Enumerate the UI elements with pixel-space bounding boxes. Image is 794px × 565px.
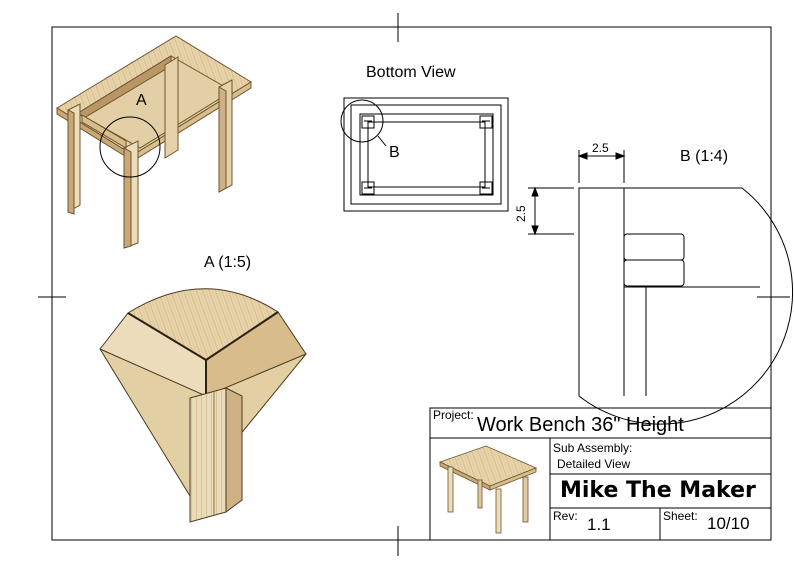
- maker-name: Mike The Maker: [560, 478, 756, 503]
- iso-callout-label: A: [136, 92, 147, 109]
- callout-circle-a: [99, 116, 161, 178]
- detail-a-view: [99, 288, 307, 523]
- project-value: Work Bench 36" Height: [477, 414, 684, 436]
- dimension-vertical: 2.5: [514, 205, 528, 222]
- title-block-thumbnail: [438, 445, 538, 534]
- detail-b-view: [528, 150, 794, 425]
- detail-a-title: A (1:5): [204, 254, 252, 271]
- sub-assembly-value: Detailed View: [557, 457, 631, 471]
- bottom-view: [340, 97, 509, 212]
- dimension-horizontal: 2.5: [592, 141, 609, 155]
- rev-value: 1.1: [587, 515, 611, 534]
- detail-b-title: B (1:4): [680, 148, 729, 165]
- rev-label: Rev:: [553, 509, 578, 523]
- sheet-label: Sheet:: [663, 509, 698, 523]
- center-marks: [38, 13, 790, 556]
- sheet-value: 10/10: [707, 514, 750, 533]
- project-label: Project:: [433, 408, 474, 422]
- bottom-callout-label: B: [389, 144, 400, 161]
- isometric-table-view: [56, 35, 252, 249]
- bottom-view-title: Bottom View: [366, 64, 456, 81]
- callout-circle-b: [340, 99, 384, 143]
- sheet-border: [51, 26, 772, 541]
- title-block: [429, 407, 772, 541]
- sub-assembly-label: Sub Assembly:: [553, 441, 633, 455]
